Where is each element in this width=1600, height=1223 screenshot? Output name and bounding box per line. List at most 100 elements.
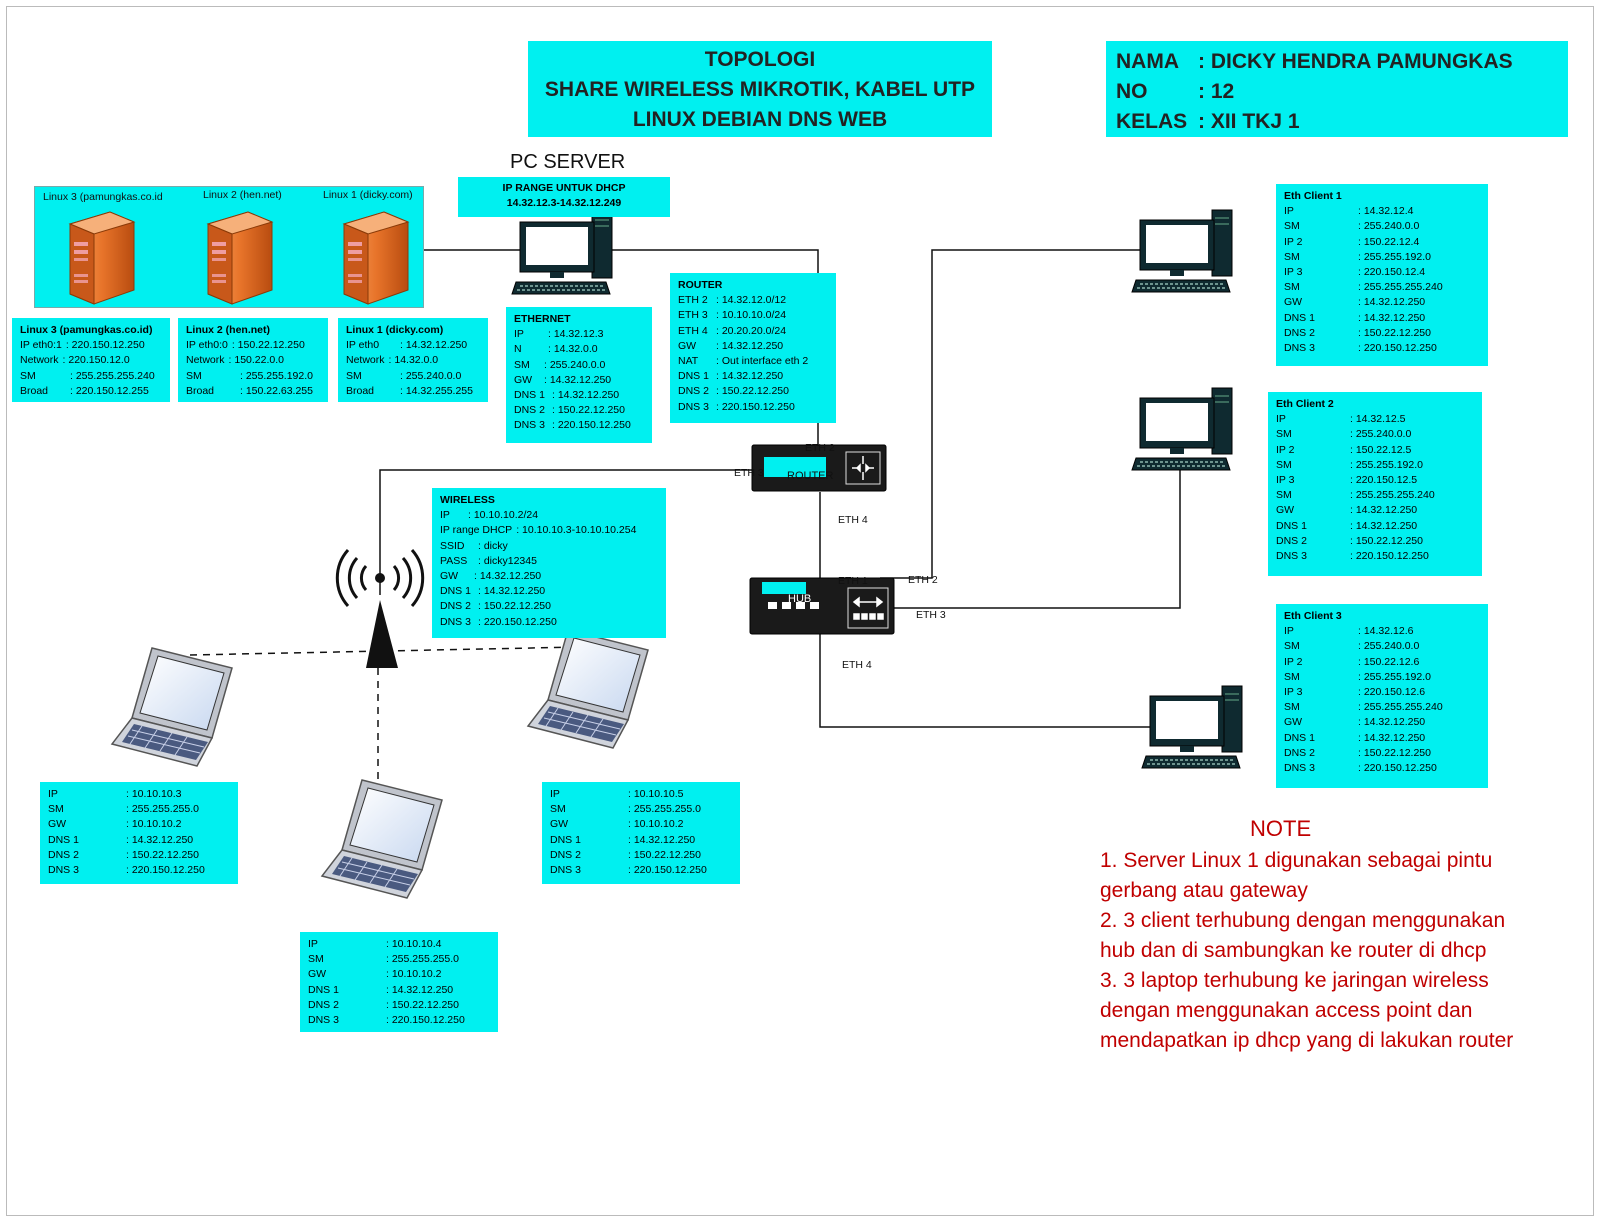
info-row: IP 2: 150.22.12.6 bbox=[1284, 655, 1420, 668]
router-info-box: ROUTER ETH 2: 14.32.12.0/12 ETH 3: 10.10… bbox=[670, 273, 836, 423]
desktop-pc-icon bbox=[511, 211, 613, 295]
info-row: SM: 255.255.255.0 bbox=[308, 953, 459, 966]
info-row: ETH 2: 14.32.12.0/12 bbox=[678, 294, 787, 307]
info-row: IP range DHCP: 10.10.10.3-10.10.10.254 bbox=[440, 524, 637, 537]
info-row: DNS 3: 220.150.12.250 bbox=[308, 1014, 465, 1027]
identity-box: NAMA: DICKY HENDRA PAMUNGKAS NO: 12 KELA… bbox=[1106, 41, 1568, 137]
ethernet-header: ETHERNET bbox=[514, 313, 571, 325]
info-row: SM: 255.240.0.0 bbox=[1284, 640, 1420, 653]
info-row: SM: 255.255.255.240 bbox=[20, 369, 155, 382]
wireless-info-box: WIRELESS IP: 10.10.10.2/24 IP range DHCP… bbox=[432, 488, 666, 638]
title-box: TOPOLOGI SHARE WIRELESS MIKROTIK, KABEL … bbox=[528, 41, 992, 137]
server-tower-icon bbox=[207, 211, 273, 305]
link-hub-client3 bbox=[819, 634, 1150, 728]
info-row: GW: 10.10.10.2 bbox=[308, 968, 442, 981]
info-row: IP: 10.10.10.5 bbox=[550, 788, 684, 800]
info-row: IP: 14.32.12.6 bbox=[1284, 625, 1414, 638]
router-device-label: ROUTER bbox=[787, 470, 834, 482]
info-row: SM: 255.255.192.0 bbox=[1284, 670, 1431, 683]
info-row: IP: 14.32.12.3 bbox=[514, 328, 604, 341]
info-row: DNS 3: 220.150.12.250 bbox=[1284, 762, 1437, 775]
diagram-frame bbox=[6, 6, 1594, 1216]
info-row: GW: 14.32.12.250 bbox=[514, 373, 612, 386]
info-row: IP eth0: 14.32.12.250 bbox=[346, 339, 468, 352]
pc-server-label: PC SERVER bbox=[510, 151, 626, 173]
info-row: Network: 150.22.0.0 bbox=[186, 354, 284, 367]
info-row: DNS 1: 14.32.12.250 bbox=[440, 585, 546, 598]
info-row: Network: 14.32.0.0 bbox=[346, 354, 439, 367]
info-row: Broad: 150.22.63.255 bbox=[186, 384, 313, 397]
info-row: IP 2: 150.22.12.4 bbox=[1284, 235, 1420, 248]
info-row: SM: 255.255.192.0 bbox=[186, 369, 313, 382]
server-tower-icon bbox=[343, 211, 409, 305]
info-row: DNS 1: 14.32.12.250 bbox=[48, 833, 194, 846]
info-row: PASS: dicky12345 bbox=[440, 554, 537, 567]
info-row: DNS 2: 150.22.12.250 bbox=[1276, 534, 1423, 547]
info-row: DNS 3: 220.150.12.250 bbox=[514, 419, 631, 432]
client1-info-box: Eth Client 1 IP: 14.32.12.4 SM: 255.240.… bbox=[1276, 184, 1488, 366]
info-row: SM: 255.255.255.240 bbox=[1284, 281, 1443, 294]
desktop-pc-icon bbox=[1131, 209, 1233, 293]
info-row: DNS 3: 220.150.12.250 bbox=[48, 864, 205, 877]
info-row: IP: 14.32.12.4 bbox=[1284, 205, 1414, 218]
info-row: SM: 255.240.0.0 bbox=[1276, 428, 1412, 441]
hub-device-label: HUB bbox=[788, 593, 812, 605]
info-row: SM: 255.255.255.0 bbox=[48, 803, 199, 816]
info-row: GW: 14.32.12.250 bbox=[1276, 504, 1418, 517]
note-title: NOTE bbox=[1250, 816, 1312, 841]
info-row: SM: 255.240.0.0 bbox=[1284, 220, 1420, 233]
title-line-3: LINUX DEBIAN DNS WEB bbox=[632, 108, 888, 131]
linux3-info-box: Linux 3 (pamungkas.co.id) IP eth0:1: 220… bbox=[12, 318, 170, 402]
info-row: IP: 10.10.10.3 bbox=[48, 788, 182, 800]
link-hub-client2 bbox=[892, 460, 1181, 609]
laptop-icon bbox=[321, 779, 443, 899]
info-row: SM: 255.255.255.240 bbox=[1284, 701, 1443, 714]
info-row: SM: 255.240.0.0 bbox=[514, 358, 606, 371]
info-row: DNS 2: 150.22.12.250 bbox=[1284, 746, 1431, 759]
laptop3-info-box: IP: 10.10.10.5 SM: 255.255.255.0 GW: 10.… bbox=[542, 782, 740, 884]
info-row: ETH 3: 10.10.10.0/24 bbox=[678, 309, 787, 322]
info-row: IP 3: 220.150.12.4 bbox=[1284, 266, 1426, 279]
info-row: GW: 10.10.10.2 bbox=[550, 818, 684, 831]
laptop2-info-box: IP: 10.10.10.4 SM: 255.255.255.0 GW: 10.… bbox=[300, 932, 498, 1032]
identity-row: KELAS: XII TKJ 1 bbox=[1116, 110, 1300, 133]
linux1-header: Linux 1 (dicky.com) bbox=[346, 324, 444, 336]
linux2-header: Linux 2 (hen.net) bbox=[186, 324, 270, 336]
info-row: DNS 2: 150.22.12.250 bbox=[440, 600, 551, 613]
link-hub-client1 bbox=[880, 249, 1140, 579]
client1-header: Eth Client 1 bbox=[1284, 190, 1342, 202]
info-row: GW: 10.10.10.2 bbox=[48, 818, 182, 831]
title-line-1: TOPOLOGI bbox=[704, 48, 816, 71]
info-row: DNS 2: 150.22.12.250 bbox=[308, 998, 459, 1011]
info-row: DNS 2: 150.22.12.250 bbox=[678, 385, 789, 398]
hub-eth3-label: ETH 3 bbox=[916, 609, 946, 621]
note-list: 1. Server Linux 1 digunakan sebagai pint… bbox=[1100, 846, 1540, 1056]
info-row: IP 3: 220.150.12.5 bbox=[1276, 474, 1418, 487]
server-tower-icon bbox=[69, 211, 135, 305]
info-row: SM: 255.255.192.0 bbox=[1276, 458, 1423, 471]
info-row: IP eth0:0: 150.22.12.250 bbox=[186, 339, 305, 352]
desktop-pc-icon bbox=[1141, 685, 1243, 769]
client3-info-box: Eth Client 3 IP: 14.32.12.6 SM: 255.240.… bbox=[1276, 604, 1488, 788]
hub-eth4-label: ETH 4 bbox=[842, 659, 872, 671]
client2-header: Eth Client 2 bbox=[1276, 398, 1334, 410]
info-row: IP: 14.32.12.5 bbox=[1276, 413, 1406, 426]
info-row: GW: 14.32.12.250 bbox=[1284, 716, 1426, 729]
link-router-eth3-antenna bbox=[379, 469, 752, 595]
info-row: NAT: Out interface eth 2 bbox=[678, 355, 809, 368]
ethernet-info-box: ETHERNET IP: 14.32.12.3 N: 14.32.0.0 SM:… bbox=[506, 307, 652, 443]
linux2-info-box: Linux 2 (hen.net) IP eth0:0: 150.22.12.2… bbox=[178, 318, 328, 402]
note-item: 2. 3 client terhubung dengan menggunakan… bbox=[1100, 909, 1506, 962]
info-row: IP 3: 220.150.12.6 bbox=[1284, 686, 1426, 699]
info-row: Network: 220.150.12.0 bbox=[20, 354, 130, 367]
router-eth2-label: ETH 2 bbox=[805, 442, 835, 454]
info-row: DNS 1: 14.32.12.250 bbox=[678, 370, 784, 383]
info-row: DNS 3: 220.150.12.250 bbox=[1276, 550, 1429, 563]
info-row: DNS 2: 150.22.12.250 bbox=[514, 404, 625, 417]
info-row: DNS 2: 150.22.12.250 bbox=[1284, 326, 1431, 339]
info-row: IP: 10.10.10.4 bbox=[308, 938, 442, 950]
note-item: 3. 3 laptop terhubung ke jaringan wirele… bbox=[1100, 969, 1514, 1052]
info-row: DNS 3: 220.150.12.250 bbox=[678, 400, 795, 413]
info-row: GW: 14.32.12.250 bbox=[440, 570, 542, 583]
